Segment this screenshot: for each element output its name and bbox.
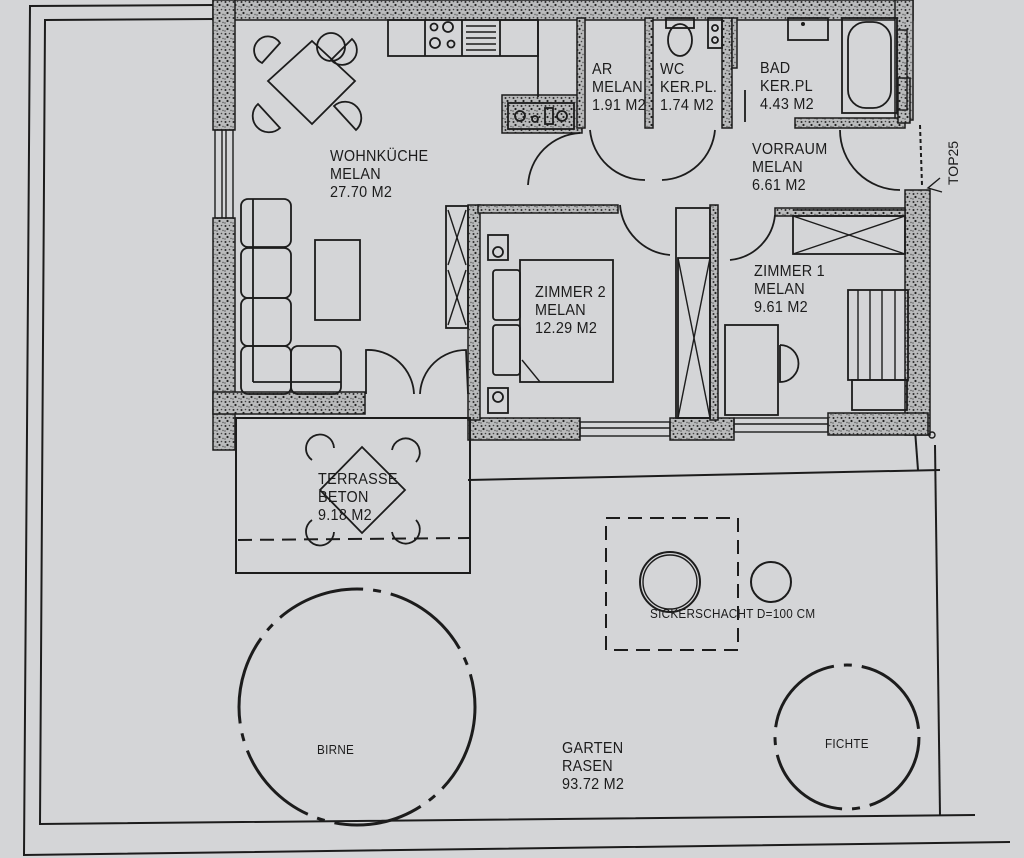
walls	[212, 0, 931, 451]
zimmer1-furniture	[724, 209, 909, 416]
sofa	[240, 198, 361, 395]
room-label-garten: GARTEN RASEN 93.72 M2	[562, 740, 624, 794]
hallway-closet	[675, 207, 711, 419]
room-name: ZIMMER 1	[754, 263, 825, 280]
room-floor: KER.PL.	[660, 79, 718, 96]
sickerschacht	[605, 517, 792, 651]
room-label-wc: WC KER.PL. 1.74 M2	[660, 61, 717, 115]
room-area: 27.70 M2	[330, 184, 393, 201]
room-name: ZIMMER 2	[535, 284, 606, 301]
room-area: 9.61 M2	[754, 299, 808, 316]
tree-label-birne: BIRNE	[317, 742, 355, 757]
room-name: WOHNKÜCHE	[330, 148, 429, 165]
unit-marker-label: TOP25	[945, 140, 961, 185]
room-name: TERRASSE	[318, 471, 398, 488]
room-label-zimmer2: ZIMMER 2 MELAN 12.29 M2	[535, 284, 606, 338]
dining-table	[251, 32, 363, 134]
room-floor: RASEN	[562, 758, 613, 775]
room-area: 93.72 M2	[562, 776, 625, 793]
room-area: 4.43 M2	[760, 96, 814, 113]
room-label-ar: AR MELAN 1.91 M2	[592, 61, 646, 115]
property-boundary	[22, 4, 1011, 857]
room-label-wohnkueche: WOHNKÜCHE MELAN 27.70 M2	[330, 148, 428, 202]
room-area: 6.61 M2	[752, 177, 806, 194]
room-label-zimmer1: ZIMMER 1 MELAN 9.61 M2	[754, 263, 825, 317]
room-name: GARTEN	[562, 740, 624, 757]
room-area: 1.91 M2	[592, 97, 646, 114]
entrance-marker	[919, 124, 943, 439]
kitchen-counter	[387, 19, 575, 130]
wardrobe-living	[445, 205, 469, 329]
room-floor: KER.PL	[760, 78, 813, 95]
trees	[237, 587, 921, 827]
room-label-vorraum: VORRAUM MELAN 6.61 M2	[752, 141, 828, 195]
room-area: 12.29 M2	[535, 320, 598, 337]
terrace	[235, 417, 471, 574]
bed-zimmer2	[487, 234, 614, 414]
sickerschacht-label: SICKERSCHACHT D=100 CM	[650, 606, 816, 621]
terrace-doors	[365, 349, 469, 395]
room-area: 1.74 M2	[660, 97, 714, 114]
room-name: VORRAUM	[752, 141, 828, 158]
room-label-bad: BAD KER.PL 4.43 M2	[760, 60, 814, 114]
room-floor: MELAN	[535, 302, 586, 319]
room-floor: MELAN	[754, 281, 805, 298]
windows	[214, 29, 908, 437]
interior-doors	[527, 90, 901, 261]
room-name: WC	[660, 61, 685, 78]
room-floor: MELAN	[752, 159, 803, 176]
room-floor: MELAN	[330, 166, 381, 183]
room-name: AR	[592, 61, 613, 78]
room-label-terrasse: TERRASSE BETON 9.18 M2	[318, 471, 398, 525]
bathroom-fixtures	[665, 17, 898, 114]
room-floor: BETON	[318, 489, 369, 506]
room-area: 9.18 M2	[318, 507, 372, 524]
room-floor: MELAN	[592, 79, 643, 96]
tree-label-fichte: FICHTE	[825, 736, 869, 751]
room-name: BAD	[760, 60, 791, 77]
